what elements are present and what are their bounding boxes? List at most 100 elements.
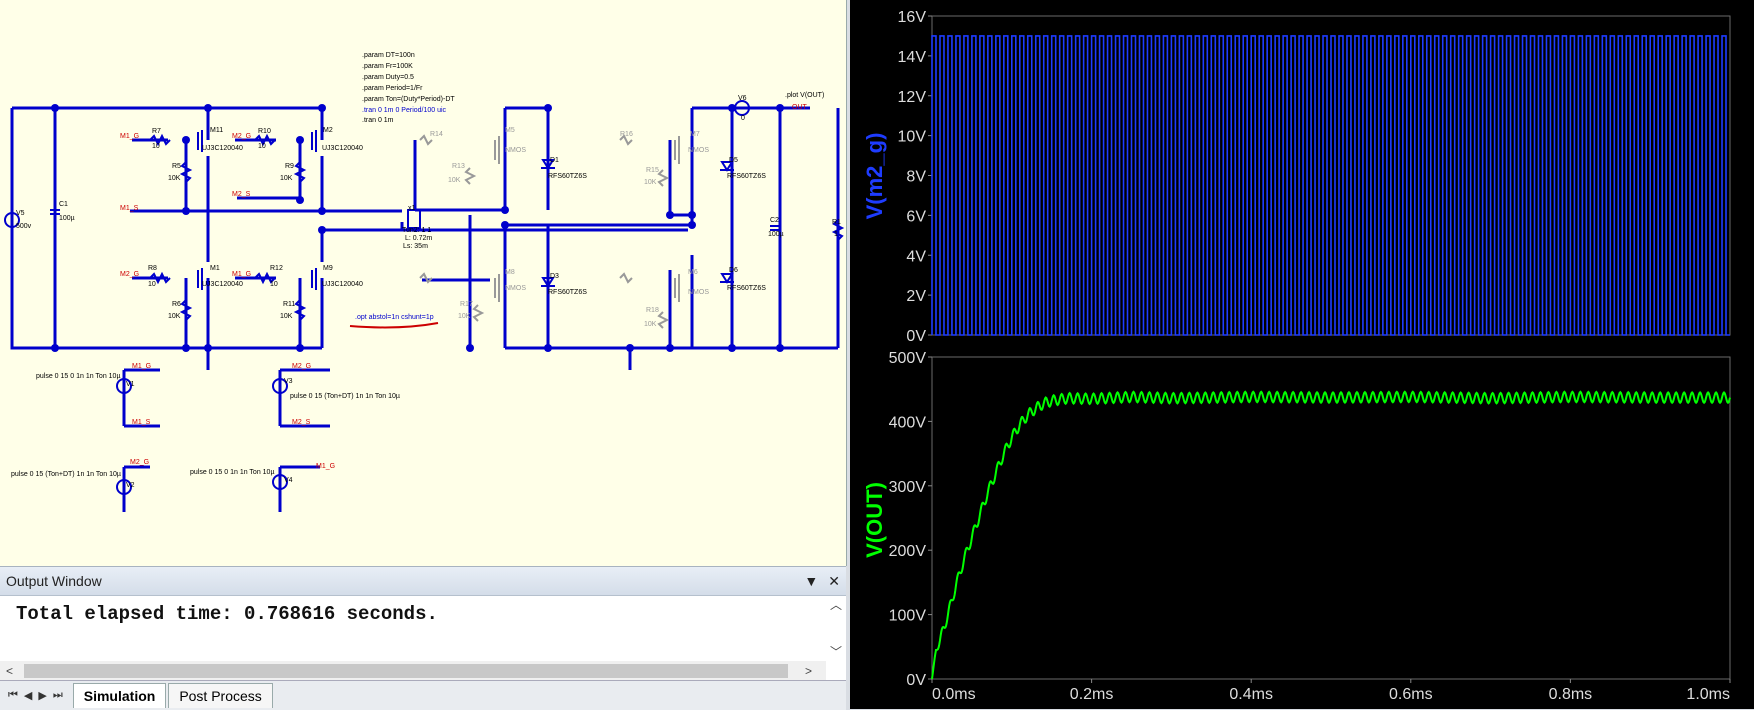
scroll-up-icon[interactable]: ︿ [829, 598, 842, 612]
svg-text:Ls: 35m: Ls: 35m [403, 243, 428, 250]
svg-text:M2: M2 [323, 127, 333, 134]
plot1-ytick-label: 0V [906, 328, 926, 345]
diode-d3-icon [541, 277, 555, 288]
schematic-editor[interactable]: .param DT=100n .param Fr=100K .param Dut… [0, 0, 847, 566]
resistor-r18-icon [657, 311, 670, 329]
mosfet-m2-icon [311, 130, 317, 152]
svg-text:100µ: 100µ [768, 231, 784, 238]
tab-navigation: ⏮ ◀ ▶ ⏭ [0, 689, 71, 702]
plot2-ytick-label: 400V [889, 414, 927, 431]
plot2-ytick-label: 200V [889, 543, 927, 560]
svg-text:D6: D6 [729, 267, 738, 274]
svg-text:D1: D1 [550, 157, 559, 164]
svg-text:RFS60TZ6S: RFS60TZ6S [727, 173, 766, 180]
vertical-scrollbar[interactable]: ︿ ﹀ [826, 596, 846, 660]
svg-text:.param Period=1/Fr: .param Period=1/Fr [362, 85, 423, 92]
svg-text:M7: M7 [690, 131, 700, 138]
svg-text:pulse 0 15 0 1n 1n Ton 10µ: pulse 0 15 0 1n 1n Ton 10µ [190, 469, 274, 476]
scroll-right-icon[interactable]: > [805, 664, 813, 678]
resistor-r10-icon [254, 133, 276, 147]
wires [10, 106, 840, 512]
svg-text:V3: V3 [284, 378, 293, 385]
red-underline [349, 322, 439, 329]
scroll-left-icon[interactable]: < [6, 664, 14, 678]
source-v5-icon [4, 212, 20, 228]
resistor-r17-icon [472, 304, 485, 322]
svg-text:R12: R12 [270, 265, 283, 272]
junction-dots [51, 104, 784, 352]
svg-text:pulse 0 15 0 1n 1n Ton 10µ: pulse 0 15 0 1n 1n Ton 10µ [36, 373, 120, 380]
svg-text:M1_G: M1_G [232, 271, 251, 278]
svg-text:RFS60TZ6S: RFS60TZ6S [548, 173, 587, 180]
plot2-frame [931, 356, 1731, 680]
plot1-trace [931, 35, 1730, 336]
svg-text:10: 10 [152, 143, 160, 150]
svg-text:.param Duty=0.5: .param Duty=0.5 [362, 74, 414, 81]
svg-text:0: 0 [741, 115, 745, 122]
dropdown-icon[interactable]: ▼ [804, 572, 819, 589]
components [4, 100, 845, 495]
svg-text:UJ3C120040: UJ3C120040 [202, 281, 243, 288]
resistor-r9-icon [293, 161, 307, 183]
schematic-text: .param DT=100n .param Fr=100K .param Dut… [11, 52, 841, 489]
svg-text:V2: V2 [126, 482, 135, 489]
svg-text:R7: R7 [152, 128, 161, 135]
svg-text:.param DT=100n: .param DT=100n [362, 52, 415, 59]
svg-text:R6: R6 [172, 301, 181, 308]
svg-text:R17: R17 [460, 301, 473, 308]
last-tab-icon[interactable]: ⏭ [52, 689, 63, 701]
svg-text:R18: R18 [646, 307, 659, 314]
svg-text:M1_G: M1_G [132, 363, 151, 370]
svg-text:.param Ton=(Duty*Period)-DT: .param Ton=(Duty*Period)-DT [362, 96, 455, 103]
svg-text:.opt abstol=1n cshunt=1p: .opt abstol=1n cshunt=1p [355, 314, 434, 321]
plot2-xtick-label: 0.4ms [1229, 686, 1273, 703]
plot1-ytick-label: 2V [906, 288, 926, 305]
scroll-down-icon[interactable]: ﹀ [829, 645, 842, 659]
svg-text:NMOS: NMOS [505, 285, 526, 292]
svg-text:10: 10 [148, 281, 156, 288]
capacitor-c1-icon [50, 209, 60, 215]
svg-text:R9: R9 [285, 163, 294, 170]
mosfet-m1-icon [197, 268, 203, 290]
svg-text:UJ3C120040: UJ3C120040 [322, 281, 363, 288]
svg-text:M9: M9 [323, 265, 333, 272]
svg-text:V6: V6 [738, 95, 747, 102]
resistor-r6-icon [179, 299, 193, 321]
plot2-ytick-label: 100V [889, 608, 927, 625]
svg-text:R15: R15 [646, 167, 659, 174]
svg-text:10: 10 [270, 281, 278, 288]
plot2-xtick-label: 0.0ms [932, 686, 976, 703]
horizontal-scrollbar[interactable]: < > [0, 661, 826, 681]
mosfet-m5-icon [419, 134, 500, 164]
source-v1-icon [116, 378, 132, 394]
first-tab-icon[interactable]: ⏮ [8, 689, 18, 701]
next-tab-icon[interactable]: ▶ [38, 690, 47, 702]
schematic-canvas[interactable]: .param DT=100n .param Fr=100K .param Dut… [0, 0, 846, 566]
diode-d1-icon [541, 159, 555, 170]
output-window[interactable]: Output Window ▼ ✕ Total elapsed time: 0.… [0, 566, 846, 681]
tab-post-process[interactable]: Post Process [168, 683, 273, 708]
svg-text:D5: D5 [729, 157, 738, 164]
svg-text:RFS60TZ6S: RFS60TZ6S [548, 289, 587, 296]
source-v4-icon [272, 474, 288, 490]
close-icon[interactable]: ✕ [828, 572, 840, 589]
svg-text:10K: 10K [644, 179, 657, 186]
svg-text:UJ3C120040: UJ3C120040 [322, 145, 363, 152]
svg-text:NMOS: NMOS [505, 147, 526, 154]
svg-text:.param Fr=100K: .param Fr=100K [362, 63, 413, 70]
svg-text:R8: R8 [148, 265, 157, 272]
scroll-thumb[interactable] [24, 664, 788, 678]
prev-tab-icon[interactable]: ◀ [23, 690, 33, 702]
plot1-ytick-label: 14V [898, 49, 927, 66]
svg-text:M2_S: M2_S [292, 419, 311, 426]
mosfet-m7-icon [619, 134, 680, 164]
mosfet-m6-icon [619, 272, 680, 302]
svg-text:R13: R13 [452, 163, 465, 170]
tab-simulation[interactable]: Simulation [72, 683, 167, 708]
transformer-x1-icon [407, 209, 421, 229]
plot1-ytick-label: 12V [898, 89, 927, 106]
disabled-components [419, 134, 680, 329]
svg-text:M8: M8 [505, 269, 515, 276]
